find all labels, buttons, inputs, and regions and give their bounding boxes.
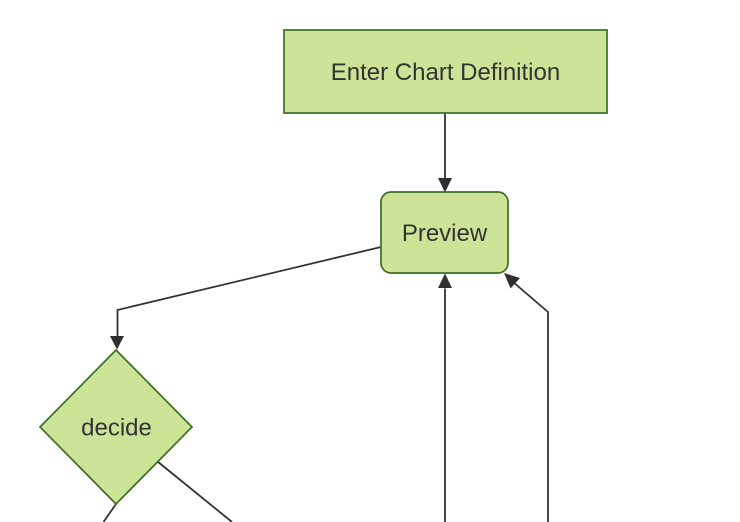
preview-label: Preview <box>402 220 488 247</box>
node-enter-chart-definition: Enter Chart Definition <box>283 29 608 114</box>
edge-decide-to-offscreen-right <box>156 460 233 522</box>
edge-decide-to-offscreen-left <box>102 503 117 522</box>
edge-offscreen-to-preview-corner-arrowhead <box>504 273 520 289</box>
edge-preview-to-decide-arrowhead <box>110 336 124 350</box>
edge-preview-to-decide <box>116 246 382 338</box>
edge-enterchartdefinition-to-preview-arrowhead <box>438 178 452 193</box>
enter-chart-definition-label: Enter Chart Definition <box>331 59 560 86</box>
edge-offscreen-to-preview-corner <box>511 280 549 522</box>
node-decide: decide <box>38 348 194 506</box>
edge-offscreen-to-preview-center-arrowhead <box>438 273 452 288</box>
edge-group <box>102 113 549 522</box>
decide-label: decide <box>81 415 152 442</box>
preview-box <box>380 191 509 274</box>
enter-chart-definition-box <box>283 29 608 114</box>
decide-diamond <box>38 348 194 506</box>
node-preview: Preview <box>380 191 509 274</box>
